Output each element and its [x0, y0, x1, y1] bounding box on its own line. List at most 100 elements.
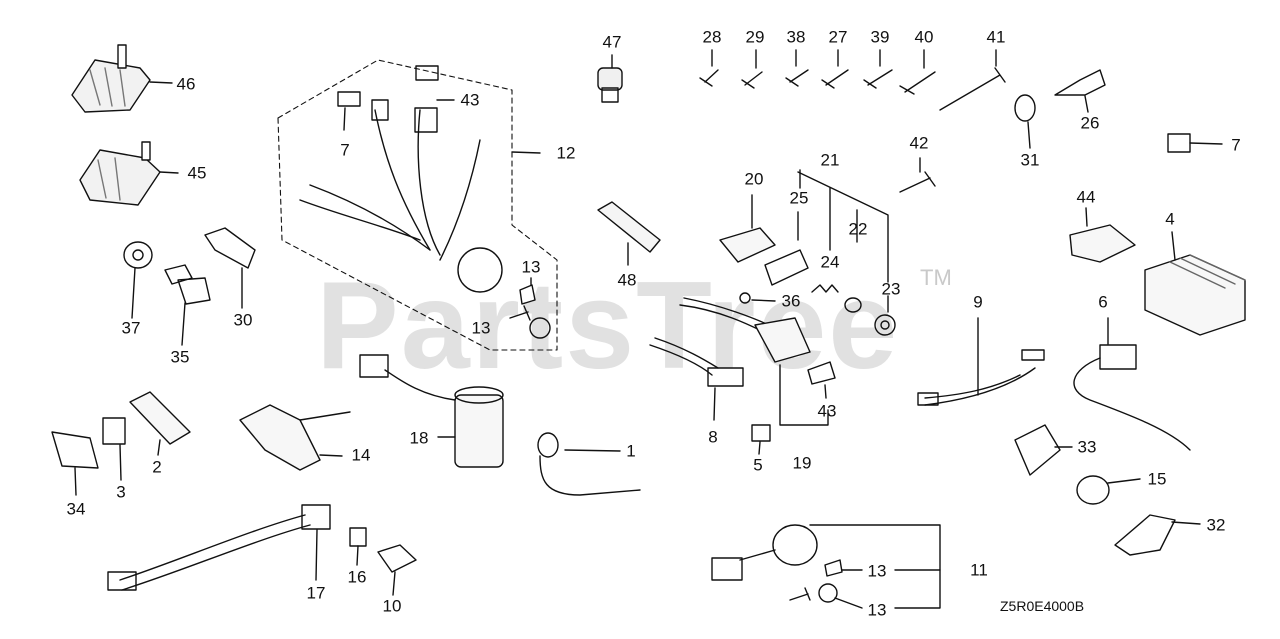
partstree-watermark: PartsTree — [316, 257, 900, 395]
callout-2: 2 — [152, 457, 162, 477]
callout-4: 4 — [1165, 209, 1175, 229]
part-36-screw[interactable] — [739, 292, 776, 304]
callout-5: 5 — [753, 455, 763, 475]
part-7-connector[interactable] — [1167, 133, 1223, 153]
callout-40: 40 — [914, 27, 934, 47]
callout-13-c: 13 — [867, 561, 887, 581]
part-26-bolt[interactable] — [1054, 69, 1106, 113]
part-10-cap[interactable] — [377, 544, 417, 596]
part-4-regulator[interactable] — [1144, 231, 1246, 336]
callout-26: 26 — [1080, 113, 1100, 133]
callout-3: 3 — [116, 482, 126, 502]
part-12-harness-group[interactable] — [277, 59, 558, 351]
part-43-clip[interactable] — [807, 361, 836, 399]
part-23-ring[interactable] — [874, 295, 896, 336]
part-9-lead[interactable] — [917, 317, 1045, 406]
part-33-clamp[interactable] — [1014, 424, 1073, 476]
callout-29: 29 — [745, 27, 765, 47]
callout-43-top: 43 — [460, 90, 480, 110]
part-6-harness[interactable] — [1073, 317, 1191, 451]
part-32-clamp[interactable] — [1114, 514, 1201, 556]
trademark-symbol: TM — [920, 265, 952, 290]
part-22-cap[interactable] — [844, 297, 862, 313]
callout-10: 10 — [382, 596, 402, 616]
callout-34: 34 — [66, 499, 86, 519]
part-12-harness[interactable] — [299, 65, 541, 293]
group-21-lines[interactable] — [797, 169, 889, 283]
callout-13-d: 13 — [867, 600, 887, 620]
callout-27: 27 — [828, 27, 848, 47]
callout-38: 38 — [786, 27, 806, 47]
callout-6: 6 — [1098, 292, 1108, 312]
part-20-bracket[interactable] — [719, 194, 776, 263]
callout-14: 14 — [351, 445, 371, 465]
callout-45: 45 — [187, 163, 207, 183]
callout-11: 11 — [970, 560, 988, 580]
callout-48: 48 — [617, 270, 637, 290]
callout-16: 16 — [347, 567, 367, 587]
part-16-connector[interactable] — [349, 527, 367, 566]
part-11-switch[interactable] — [711, 524, 941, 609]
part-14-pulser[interactable] — [239, 404, 351, 471]
part-1-sensor[interactable] — [537, 432, 641, 496]
callout-33: 33 — [1077, 437, 1097, 457]
part-8-switch[interactable] — [649, 337, 744, 421]
callout-47: 47 — [602, 32, 622, 52]
callout-22: 22 — [848, 219, 868, 239]
part-2-sleeve[interactable] — [129, 391, 191, 456]
part-44-relay[interactable] — [1069, 207, 1136, 263]
part-25-holder[interactable] — [764, 211, 809, 286]
callout-7-left: 7 — [340, 140, 350, 160]
callout-12: 12 — [556, 143, 576, 163]
callout-36: 36 — [781, 291, 801, 311]
callout-31: 31 — [1020, 150, 1040, 170]
callout-37: 37 — [121, 318, 141, 338]
screw-row[interactable] — [699, 49, 936, 95]
part-47-plug[interactable] — [597, 54, 623, 103]
part-15-band[interactable] — [1076, 475, 1141, 505]
diagram-code: Z5R0E4000B — [1000, 598, 1085, 614]
callout-8: 8 — [708, 427, 718, 447]
callout-28: 28 — [702, 27, 722, 47]
part-24-spring[interactable] — [811, 284, 839, 293]
callout-30: 30 — [233, 310, 253, 330]
part-13-upper[interactable] — [509, 277, 551, 339]
part-45-mount[interactable] — [79, 141, 179, 206]
callout-43-right: 43 — [817, 401, 837, 421]
part-35-bolt[interactable] — [164, 264, 211, 346]
part-48-spark-plug[interactable] — [597, 201, 661, 266]
part-3-clip[interactable] — [102, 417, 126, 481]
part-19-assembly[interactable] — [679, 297, 829, 426]
callout-20: 20 — [744, 169, 764, 189]
part-42-screw[interactable] — [899, 157, 936, 193]
callout-46: 46 — [176, 74, 196, 94]
part-18-solenoid[interactable] — [359, 354, 504, 468]
callout-44: 44 — [1076, 187, 1096, 207]
callout-23: 23 — [881, 279, 901, 299]
callout-25: 25 — [789, 188, 809, 208]
part-34-boot[interactable] — [51, 431, 99, 496]
callout-42: 42 — [909, 133, 929, 153]
callout-21: 21 — [820, 150, 840, 170]
part-5-clip[interactable] — [751, 424, 771, 455]
part-13-bottom[interactable] — [789, 559, 863, 609]
callout-13-a: 13 — [521, 257, 541, 277]
part-41-bolt[interactable] — [939, 49, 1006, 111]
callout-24: 24 — [820, 252, 840, 272]
callout-19: 19 — [792, 453, 812, 473]
callout-9: 9 — [973, 292, 983, 312]
callout-18: 18 — [409, 428, 429, 448]
callout-7-right: 7 — [1231, 135, 1241, 155]
callout-35: 35 — [170, 347, 190, 367]
part-46-mount[interactable] — [71, 44, 173, 113]
part-37-washer[interactable] — [123, 241, 153, 319]
part-17-harness[interactable] — [107, 504, 331, 591]
part-31-washer[interactable] — [1014, 94, 1036, 149]
callout-15: 15 — [1147, 469, 1167, 489]
callout-1: 1 — [626, 441, 636, 461]
callout-13-b: 13 — [471, 318, 491, 338]
callout-41: 41 — [986, 27, 1006, 47]
callout-39: 39 — [870, 27, 890, 47]
part-30-switch[interactable] — [204, 227, 256, 309]
